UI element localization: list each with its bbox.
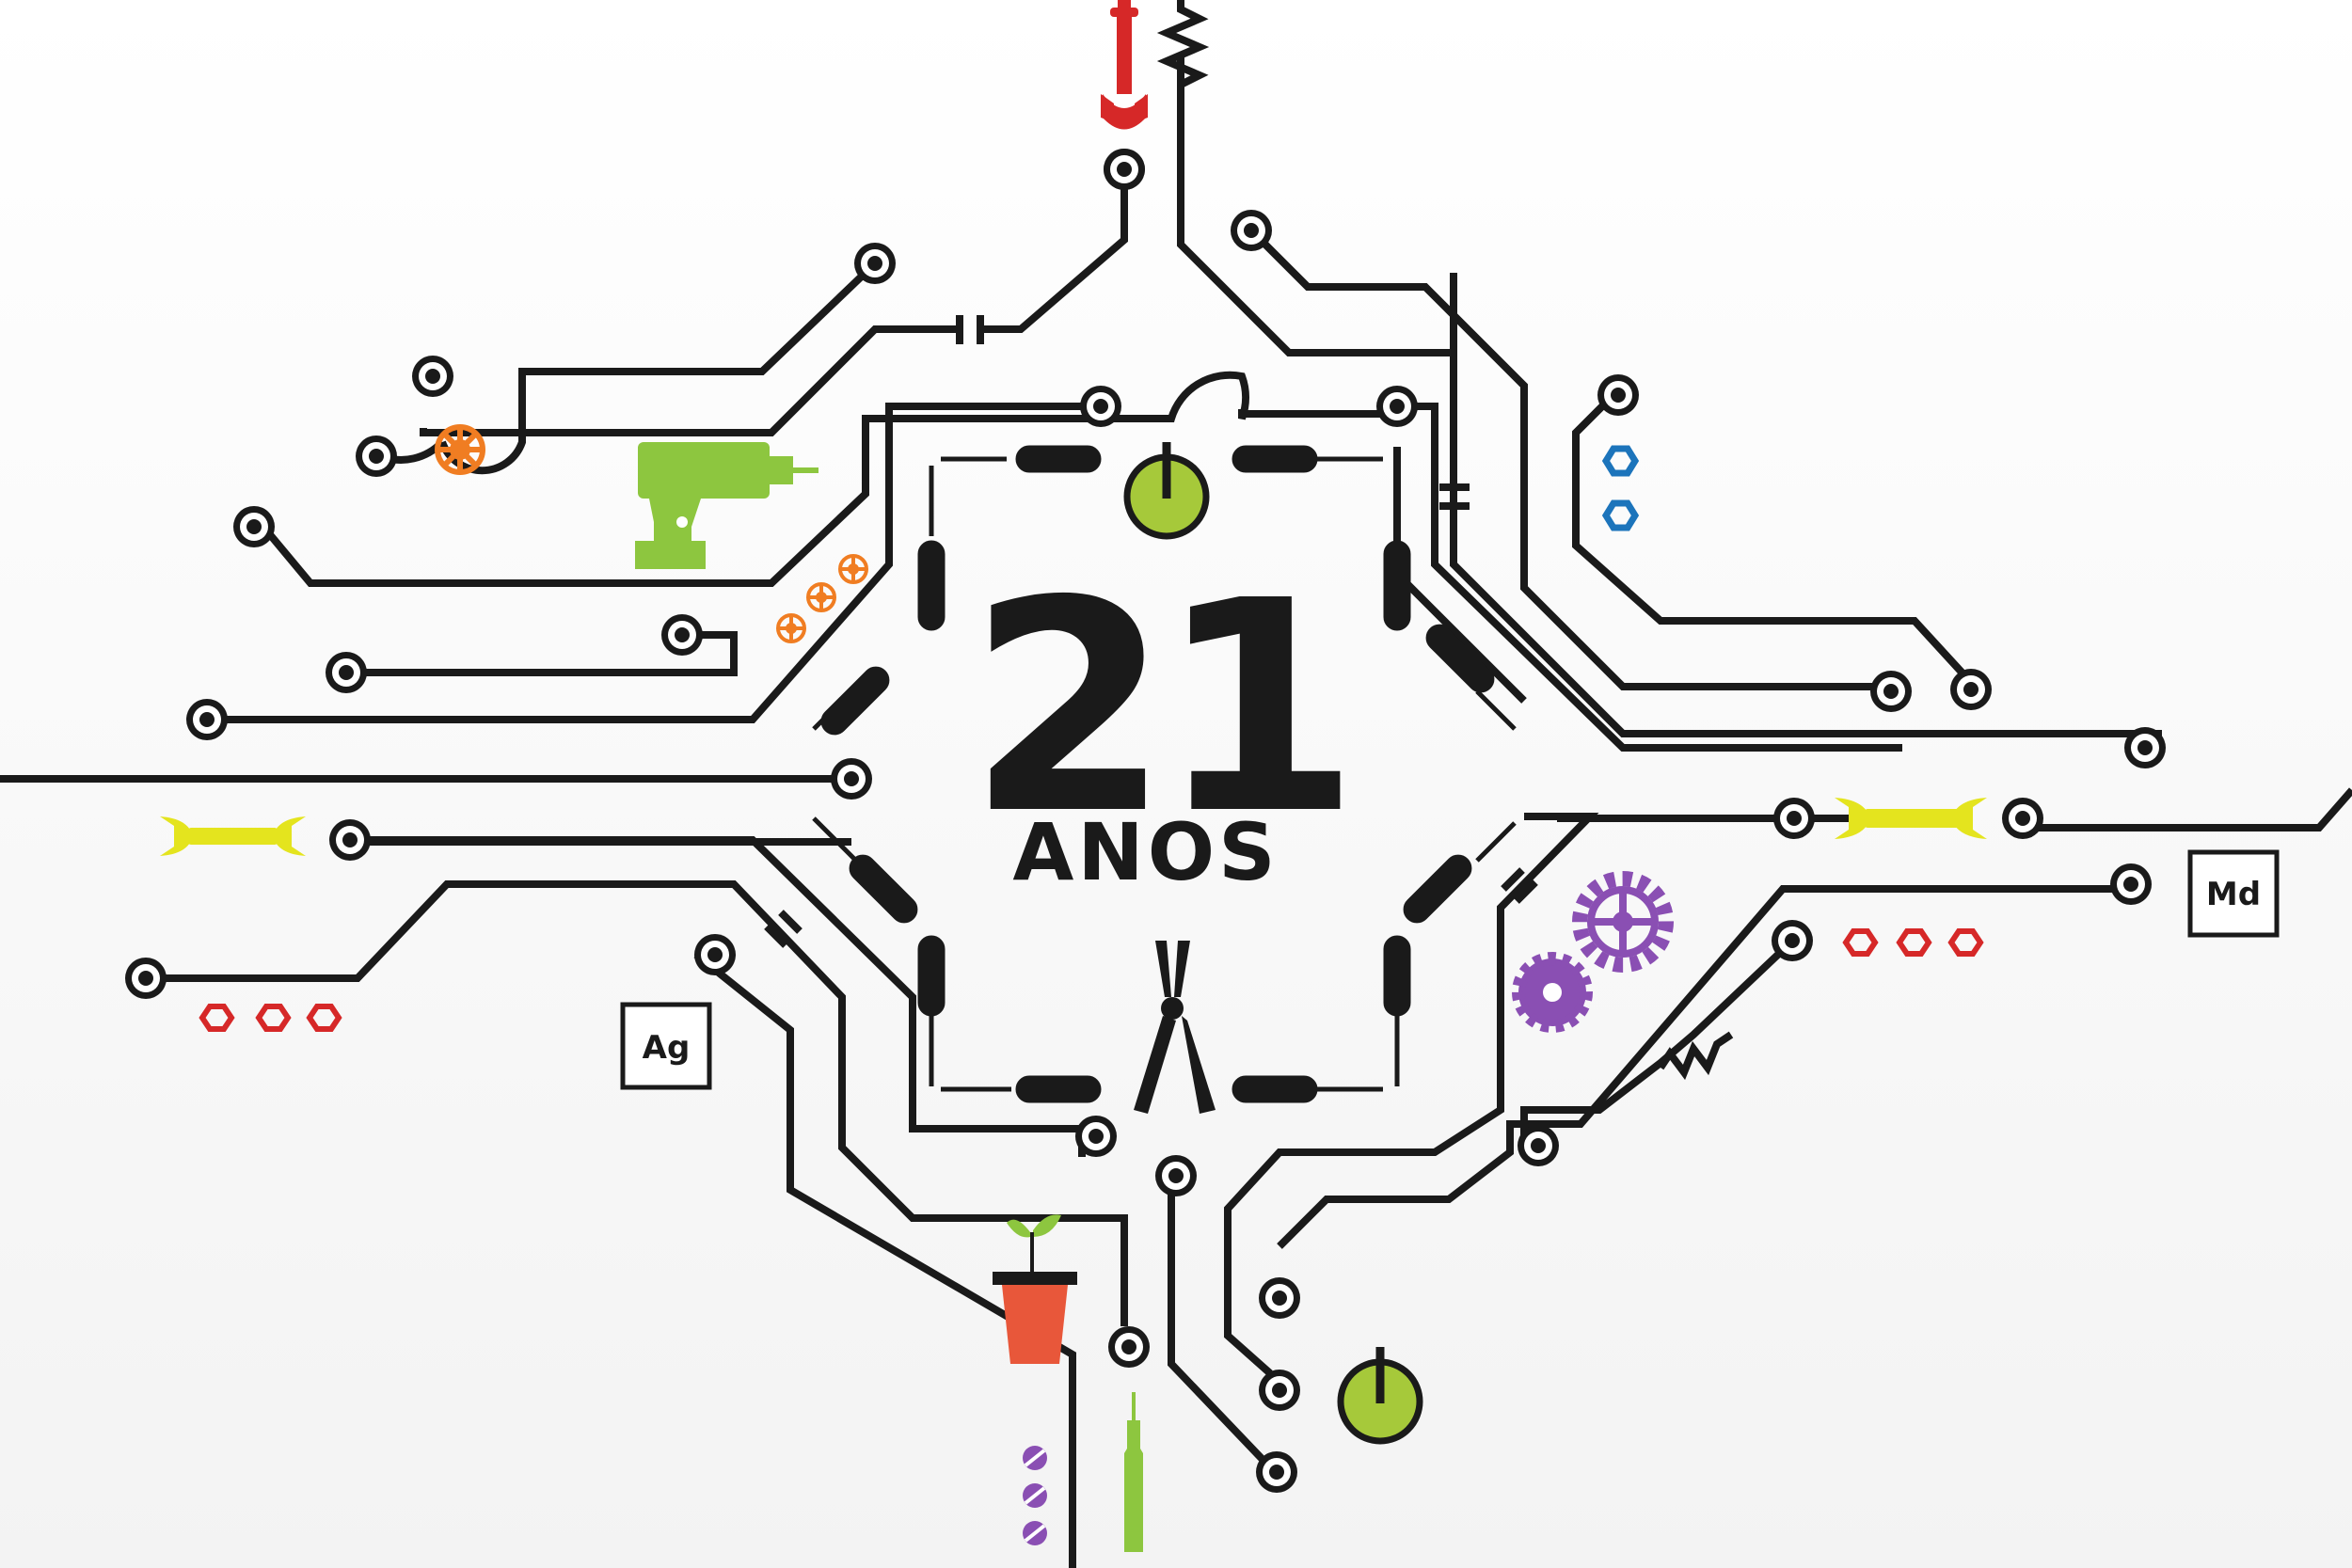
pad xyxy=(233,506,275,547)
headline-number: 21 xyxy=(967,539,1346,879)
capacitor-icon xyxy=(764,910,803,948)
sprocket-icon xyxy=(435,424,485,475)
power-button-icon xyxy=(1337,1347,1423,1445)
element-symbol: Ag xyxy=(643,1029,691,1067)
pad xyxy=(1773,798,1815,839)
resistor-icon xyxy=(1657,1031,1734,1081)
pad xyxy=(1950,669,1992,710)
pliers-icon xyxy=(1134,941,1216,1114)
gear-icon xyxy=(1512,952,1593,1033)
pad xyxy=(1108,1326,1150,1368)
pad xyxy=(1104,149,1145,190)
pad xyxy=(2110,863,2152,905)
element-symbol: Md xyxy=(2206,876,2261,913)
power-button-icon xyxy=(1123,442,1210,540)
pad xyxy=(1376,386,1418,427)
plant-pot-icon xyxy=(993,1214,1077,1364)
screwdriver-icon xyxy=(812,816,918,924)
pad xyxy=(1231,210,1272,251)
pad xyxy=(1259,1277,1300,1319)
pad xyxy=(326,652,367,693)
capacitor-icon xyxy=(1501,867,1538,904)
pad xyxy=(1080,386,1121,427)
hex-nut-icon xyxy=(1601,445,1640,477)
wrench-icon xyxy=(160,816,306,856)
pad xyxy=(661,614,703,656)
screwdriver-icon xyxy=(1383,466,1411,631)
sprocket-icon xyxy=(838,554,868,584)
pad xyxy=(412,356,453,397)
pad xyxy=(125,958,167,999)
pad xyxy=(1772,920,1813,961)
drill-icon xyxy=(635,442,818,569)
circuit-pads xyxy=(125,149,2166,1493)
screwdriver-icon xyxy=(941,1075,1102,1103)
screwdriver-icon xyxy=(917,935,946,1086)
pad xyxy=(1259,1370,1300,1411)
pad xyxy=(356,436,397,477)
resistor-icon xyxy=(1156,0,1210,94)
hex-nut-icon xyxy=(199,1004,342,1032)
pad xyxy=(854,243,896,284)
pad xyxy=(1075,1116,1117,1157)
pad xyxy=(329,819,371,861)
element-box-ag: Ag xyxy=(620,1002,712,1090)
gear-icon xyxy=(1572,871,1674,973)
pad xyxy=(1870,671,1912,712)
pad xyxy=(2124,727,2166,768)
screwdriver-icon xyxy=(812,666,890,736)
sprocket-icon xyxy=(776,613,806,643)
capacitor-icon xyxy=(956,315,984,344)
screwdriver-icon xyxy=(1383,935,1411,1086)
hex-nut-icon xyxy=(1842,928,1984,957)
screwdriver-icon xyxy=(1232,445,1383,473)
capacitor-icon xyxy=(1439,483,1470,510)
headline-word: ANOS xyxy=(1012,806,1279,898)
pad xyxy=(186,699,228,740)
wrench-icon xyxy=(1835,798,1987,839)
screwdriver-icon xyxy=(941,445,1102,473)
screw-head-icon xyxy=(1023,1446,1047,1470)
screw-head-icon xyxy=(1023,1483,1047,1508)
wrench-icon xyxy=(1101,0,1148,130)
screwdriver-icon xyxy=(1425,624,1517,731)
pad xyxy=(1597,374,1639,416)
screwdriver-icon xyxy=(1403,821,1517,924)
screwdriver-icon xyxy=(917,466,946,631)
pad xyxy=(2002,798,2043,839)
element-box-md: Md xyxy=(2187,849,2280,938)
sprocket-icon xyxy=(806,582,836,612)
pad xyxy=(1256,1451,1297,1493)
screw-head-icon xyxy=(1023,1521,1047,1545)
pad xyxy=(1155,1155,1197,1196)
pad xyxy=(1518,1125,1559,1166)
pad xyxy=(694,934,736,975)
hex-nut-icon xyxy=(1601,499,1640,531)
screwdriver-icon xyxy=(1232,1075,1383,1103)
pad xyxy=(831,758,872,800)
soldering-iron-icon xyxy=(1124,1392,1143,1552)
